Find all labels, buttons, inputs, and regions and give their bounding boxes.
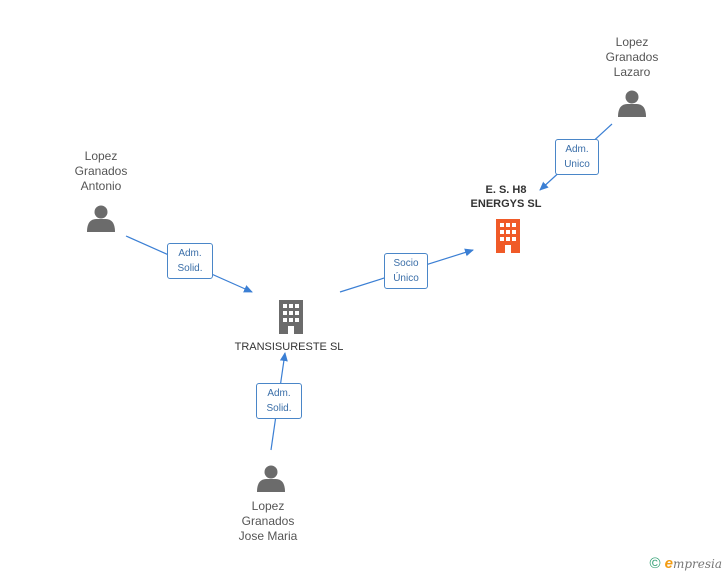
relation-badge-adm-solid: Adm. Solid.	[256, 383, 302, 419]
person-icon[interactable]	[257, 465, 285, 493]
building-icon[interactable]	[496, 219, 520, 253]
node-label-lopez-granados-antonio[interactable]: Lopez Granados Antonio	[74, 149, 128, 193]
relation-badge-adm-unico: Adm. Unico	[555, 139, 599, 175]
relation-badge-socio-unico: Socio Único	[384, 253, 428, 289]
node-label-transisureste[interactable]: TRANSISURESTE SL	[234, 341, 344, 353]
node-label-energys[interactable]: E. S. H8 ENERGYS SL	[470, 184, 542, 210]
brand-logo: empresia	[664, 555, 722, 572]
node-label-lopez-granados-lazaro[interactable]: Lopez Granados Lazaro	[605, 35, 659, 79]
person-icon[interactable]	[87, 205, 115, 233]
copyright-icon: ©	[649, 555, 661, 572]
relation-badge-adm-solid: Adm. Solid.	[167, 243, 213, 279]
person-icon[interactable]	[618, 90, 646, 118]
copyright-brand: © empresia	[650, 555, 722, 572]
node-label-lopez-granados-jose-maria[interactable]: Lopez Granados Jose Maria	[238, 499, 298, 543]
building-icon[interactable]	[279, 300, 303, 334]
